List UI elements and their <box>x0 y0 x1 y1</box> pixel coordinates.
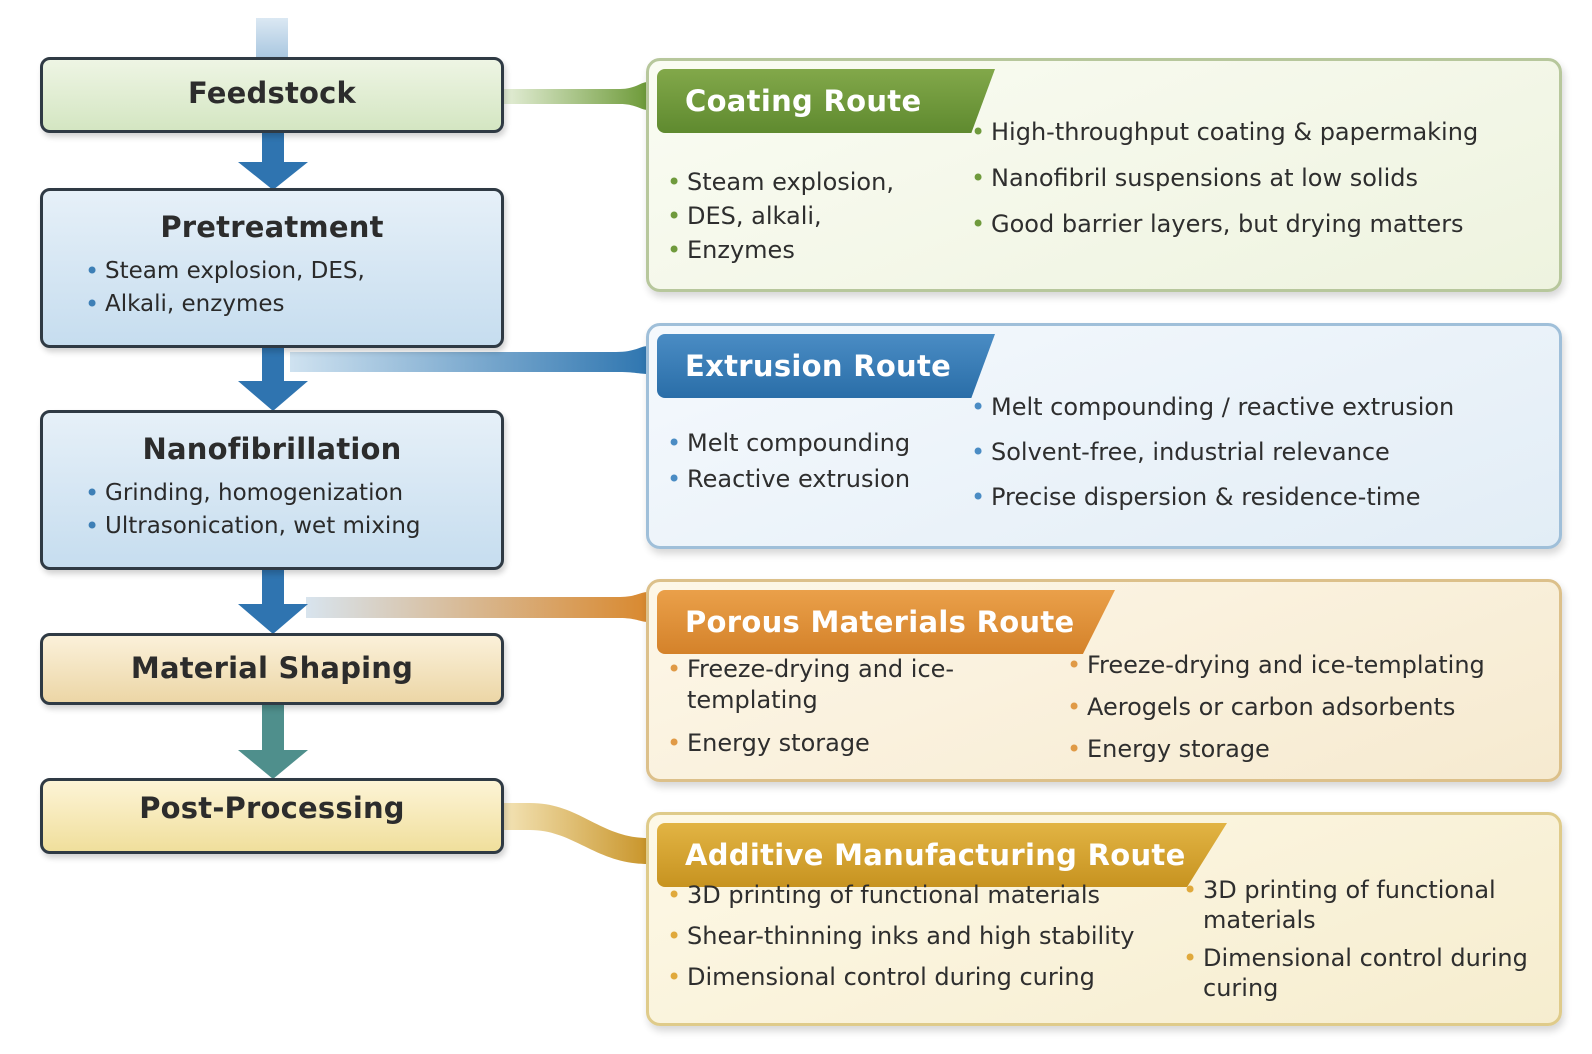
route-title: Additive Manufacturing Route <box>657 823 1227 887</box>
flow-arrow-2 <box>238 348 308 411</box>
route-item: Precise dispersion & residence-time <box>971 480 1454 514</box>
route-item: 3D printing of functional materials <box>667 878 1134 912</box>
route-item: Nanofibril suspensions at low solids <box>971 161 1478 195</box>
stage-material-shaping: Material Shaping <box>40 633 504 705</box>
route-extrusion: Extrusion Route Melt compounding Reactiv… <box>646 323 1562 549</box>
route-right-list: High-throughput coating & papermaking Na… <box>971 115 1478 241</box>
stage-item: Alkali, enzymes <box>83 288 501 321</box>
flow-arrow-3 <box>238 570 308 634</box>
stage-feedstock: Feedstock <box>40 57 504 133</box>
route-item: Shear-thinning inks and high stability <box>667 919 1134 953</box>
route-item: Solvent-free, industrial relevance <box>971 435 1454 469</box>
stage-item: Ultrasonication, wet mixing <box>83 510 501 543</box>
connector-porous <box>306 592 648 622</box>
stage-post-processing: Post-Processing <box>40 778 504 854</box>
stage-pretreatment: Pretreatment Steam explosion, DES, Alkal… <box>40 188 504 348</box>
route-item: Energy storage <box>667 726 957 760</box>
route-item: Melt compounding / reactive extrusion <box>971 390 1454 424</box>
stage-title: Material Shaping <box>130 651 414 685</box>
flow-arrow-1 <box>238 133 308 190</box>
route-title: Extrusion Route <box>657 334 995 398</box>
route-item: Aerogels or carbon adsorbents <box>1067 690 1485 724</box>
route-item: Reactive extrusion <box>667 462 910 496</box>
route-item: 3D printing of functional materials <box>1183 875 1533 935</box>
route-left-list: 3D printing of functional materials Shea… <box>667 878 1134 994</box>
route-item: Enzymes <box>667 233 894 267</box>
route-additive-manufacturing: Additive Manufacturing Route 3D printing… <box>646 812 1562 1026</box>
route-title: Coating Route <box>657 69 995 133</box>
route-porous-materials: Porous Materials Route Freeze-drying and… <box>646 579 1562 782</box>
route-item: Freeze-drying and ice-templating <box>1067 648 1485 682</box>
top-inflow-bar <box>256 18 288 58</box>
connector-additive <box>504 803 648 864</box>
route-item: Dimensional control during curing <box>1183 943 1533 1003</box>
stage-title: Pretreatment <box>160 210 384 244</box>
stage-title: Feedstock <box>187 76 357 110</box>
route-left-list: Melt compounding Reactive extrusion <box>667 426 910 496</box>
route-item: Steam explosion, <box>667 165 894 199</box>
stage-item-list: Steam explosion, DES, Alkali, enzymes <box>43 255 501 321</box>
route-left-list: Steam explosion, DES, alkali, Enzymes <box>667 165 894 267</box>
route-right-list: Freeze-drying and ice-templating Aerogel… <box>1067 648 1485 766</box>
route-coating: Coating Route Steam explosion, DES, alka… <box>646 58 1562 292</box>
stage-item-list: Grinding, homogenization Ultrasonication… <box>43 477 501 543</box>
flow-arrow-4 <box>238 705 308 779</box>
route-right-list: Melt compounding / reactive extrusion So… <box>971 390 1454 514</box>
connector-coating <box>504 82 648 110</box>
stage-title: Post-Processing <box>139 791 405 825</box>
stage-item: Steam explosion, DES, <box>83 255 501 288</box>
route-item: Melt compounding <box>667 426 910 460</box>
route-item: Freeze-drying and ice-templating <box>667 654 957 716</box>
route-item: Good barrier layers, but drying matters <box>971 207 1478 241</box>
route-item: Dimensional control during curing <box>667 960 1134 994</box>
stage-item: Grinding, homogenization <box>83 477 501 510</box>
route-left-list: Freeze-drying and ice-templating Energy … <box>667 654 957 760</box>
route-right-list: 3D printing of functional materials Dime… <box>1183 875 1533 1003</box>
route-title: Porous Materials Route <box>657 590 1115 654</box>
route-item: High-throughput coating & papermaking <box>971 115 1478 149</box>
stage-title: Nanofibrillation <box>142 432 402 466</box>
stage-nanofibrillation: Nanofibrillation Grinding, homogenizatio… <box>40 410 504 570</box>
route-item: Energy storage <box>1067 732 1485 766</box>
connector-extrusion <box>290 346 648 374</box>
route-item: DES, alkali, <box>667 199 894 233</box>
